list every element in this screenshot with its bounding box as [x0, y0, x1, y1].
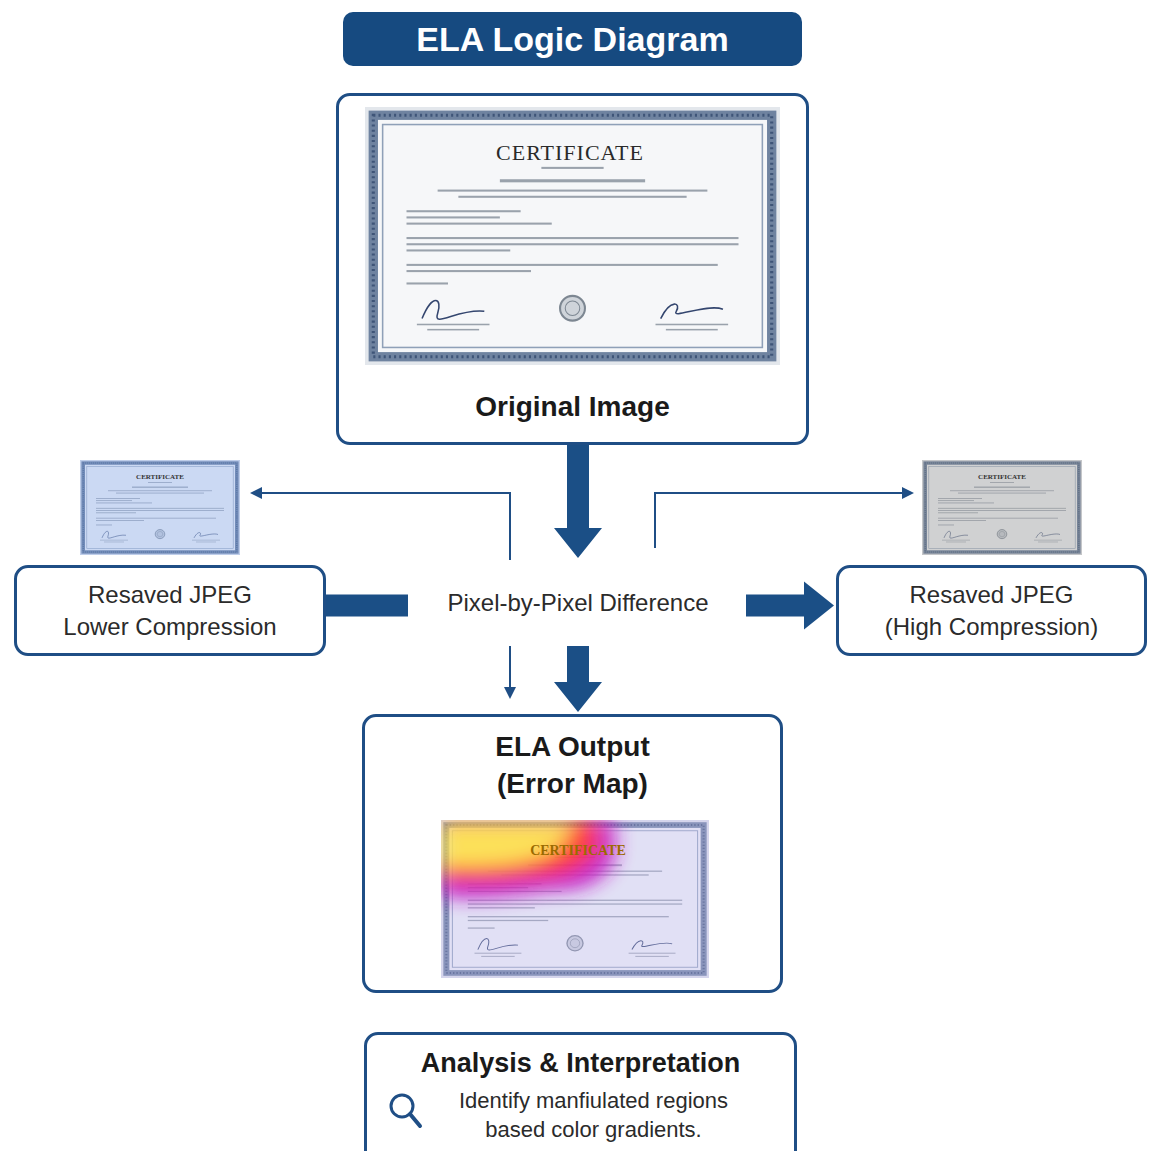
thick-arrow [746, 582, 834, 630]
process-label: Pixel-by-Pixel Difference [410, 560, 746, 646]
diagram-title: ELA Logic Diagram [343, 12, 802, 66]
node-heading: Pixel-by-Pixel Difference [448, 588, 709, 618]
analysis-box: Analysis & InterpretationIdentify manfiu… [364, 1032, 797, 1151]
certificate-heading: CERTIFICATE [978, 473, 1026, 481]
node-heading: Original Image [475, 389, 670, 424]
thick-arrow [554, 445, 602, 558]
certificate-heading: CERTIFICATE [136, 473, 184, 481]
certificate-heading: CERTIFICATE [530, 843, 626, 859]
node-heading: Resaved JPEG (High Compression) [884, 579, 1100, 641]
node-body: Identify manfiulated regions based color… [458, 1087, 730, 1144]
thick-arrow [326, 595, 408, 617]
node-heading: Resaved JPEG Lower Compression [62, 579, 278, 641]
thick-arrow [554, 646, 602, 712]
node-heading: Analysis & Interpretation [421, 1047, 741, 1079]
process-box: Resaved JPEG (High Compression) [836, 565, 1147, 656]
certificate-heading: CERTIFICATE [496, 140, 644, 166]
node-heading: ELA Output (Error Map) [494, 729, 651, 803]
process-box: Resaved JPEG Lower Compression [14, 565, 326, 656]
